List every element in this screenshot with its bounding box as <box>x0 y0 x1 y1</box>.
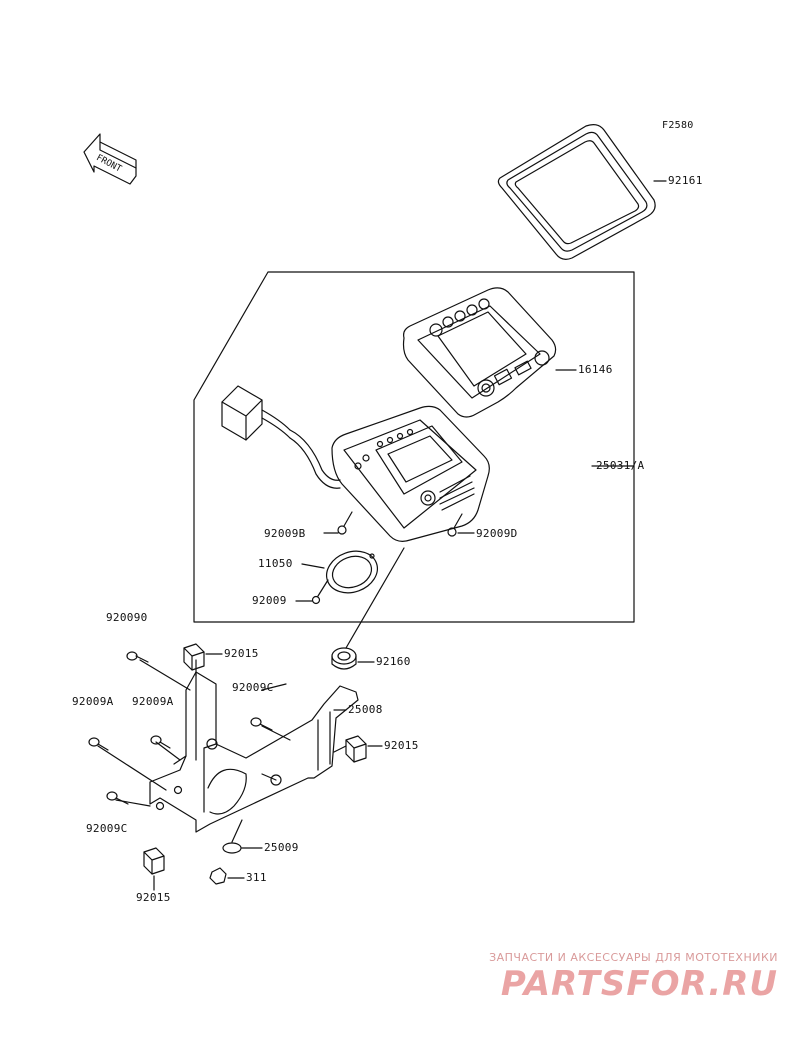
washer-part <box>222 842 242 854</box>
meter-cover-part <box>402 287 557 418</box>
screw-920090-part <box>126 651 149 663</box>
callout-92161: 92161 <box>668 174 703 187</box>
callout-25031A: 25031/A <box>596 459 645 472</box>
callout-92015-bottom: 92015 <box>136 891 171 904</box>
clip-right-part <box>345 735 367 763</box>
screw-92009C-low-part <box>106 791 129 805</box>
screw-92009B-part <box>337 511 353 535</box>
meter-body-part <box>331 405 490 542</box>
callout-25009: 25009 <box>264 841 299 854</box>
callout-92015-top: 92015 <box>224 647 259 660</box>
leader-92009C-mid <box>261 683 287 691</box>
screw-92009C-mid-part <box>250 717 273 731</box>
callout-920090: 920090 <box>106 611 148 624</box>
nut-part <box>209 867 227 885</box>
screw-92009D-part <box>447 513 463 537</box>
clip-bottom-part <box>143 847 165 875</box>
callout-92009C-mid: 92009C <box>232 681 274 694</box>
callout-11050: 11050 <box>258 557 293 570</box>
clip-top-part <box>183 643 205 671</box>
guide-line <box>345 547 405 649</box>
bezel-gasket-part <box>497 124 656 260</box>
screw-92009-part <box>311 579 329 605</box>
front-arrow-icon <box>83 133 137 185</box>
callout-92009C-low: 92009C <box>86 822 128 835</box>
callout-92009: 92009 <box>252 594 287 607</box>
grommet-part <box>331 647 357 670</box>
screw-92009A-right-part <box>150 735 171 749</box>
figure-code: F2580 <box>662 120 694 131</box>
screw-92009A-left-part <box>88 737 109 751</box>
assembly-outline <box>193 271 635 623</box>
callout-92009A-left: 92009A <box>72 695 114 708</box>
leader-11050 <box>301 563 325 569</box>
bracket-part <box>149 671 359 833</box>
callout-92009A-right: 92009A <box>132 695 174 708</box>
callout-92009B: 92009B <box>264 527 306 540</box>
callout-92160: 92160 <box>376 655 411 668</box>
callout-16146: 16146 <box>578 363 613 376</box>
callout-92015-right: 92015 <box>384 739 419 752</box>
callout-25008: 25008 <box>348 703 383 716</box>
ring-11050-part <box>326 550 378 594</box>
callout-92009D: 92009D <box>476 527 518 540</box>
watermark-brand: PartsFor.ru <box>500 964 778 1004</box>
callout-311: 311 <box>246 871 267 884</box>
connector-part <box>221 385 341 489</box>
watermark-tagline: ЗАПЧАСТИ И АКСЕССУАРЫ ДЛЯ МОТОТЕХНИКИ <box>489 951 778 964</box>
